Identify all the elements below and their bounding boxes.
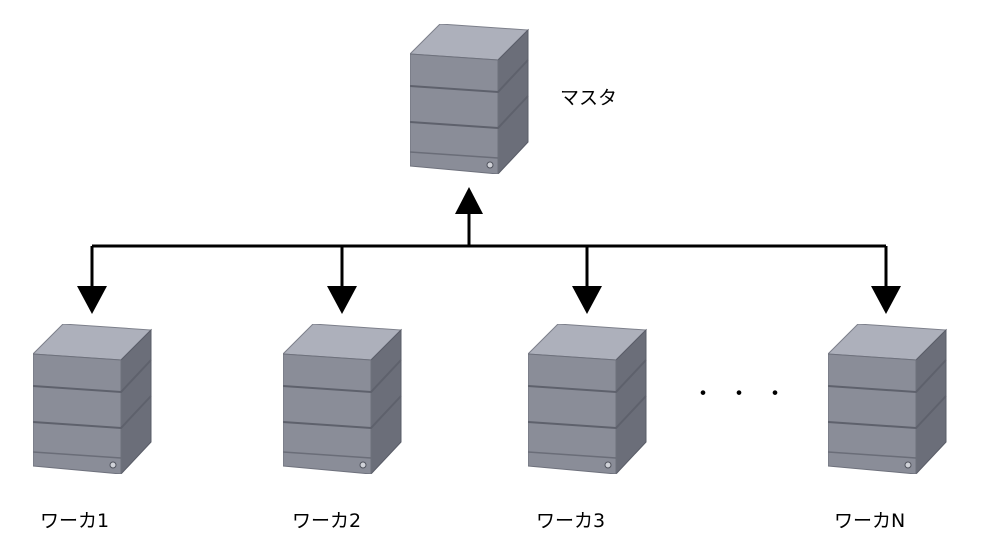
- worker-server-icon: [33, 324, 152, 474]
- arrow-heads: [77, 187, 901, 314]
- connector-lines: [90, 214, 888, 286]
- arrow-down-worker3: [572, 286, 602, 314]
- worker-label: ワーカN: [834, 510, 906, 532]
- worker-label: ワーカ2: [292, 510, 362, 532]
- arrow-down-worker1: [77, 286, 107, 314]
- worker-server-icon: [283, 324, 402, 474]
- more-workers-ellipsis: ・・・: [692, 382, 801, 407]
- worker-label: ワーカ3: [536, 510, 606, 532]
- arrow-down-workerN: [871, 286, 901, 314]
- worker-server-icon: [828, 324, 947, 474]
- master-server-icon: [410, 24, 529, 174]
- worker-label: ワーカ1: [40, 510, 110, 532]
- arrow-down-worker2: [327, 286, 357, 314]
- worker-server-icon: [528, 324, 647, 474]
- arrow-up-to-master: [455, 187, 483, 214]
- master-label: マスタ: [560, 87, 618, 109]
